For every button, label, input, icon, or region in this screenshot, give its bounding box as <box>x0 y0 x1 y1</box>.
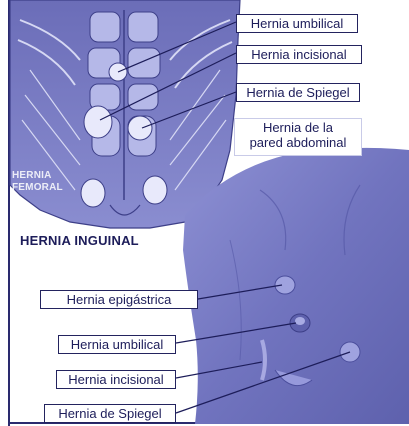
label-femoral-line2: FEMORAL <box>12 182 63 194</box>
label-hernia-umbilical-top: Hernia umbilical <box>236 14 358 33</box>
label-pared-line1: Hernia de la <box>239 120 357 135</box>
label-hernia-spiegel-top: Hernia de Spiegel <box>236 83 360 102</box>
label-hernia-incisional-bottom: Hernia incisional <box>56 370 176 389</box>
label-hernia-epigastrica: Hernia epigástrica <box>40 290 198 309</box>
label-hernia-spiegel-bottom: Hernia de Spiegel <box>44 404 176 423</box>
label-pared-line2: pared abdominal <box>239 135 357 150</box>
torso-photo <box>183 148 409 424</box>
label-hernia-incisional-top: Hernia incisional <box>236 45 362 64</box>
label-hernia-umbilical-bottom: Hernia umbilical <box>58 335 176 354</box>
label-hernia-pared-abdominal: Hernia de la pared abdominal <box>234 118 362 156</box>
label-hernia-inguinal: HERNIA INGUINAL <box>20 233 139 248</box>
label-hernia-femoral: HERNIA FEMORAL <box>12 170 63 194</box>
label-femoral-line1: HERNIA <box>12 170 63 182</box>
